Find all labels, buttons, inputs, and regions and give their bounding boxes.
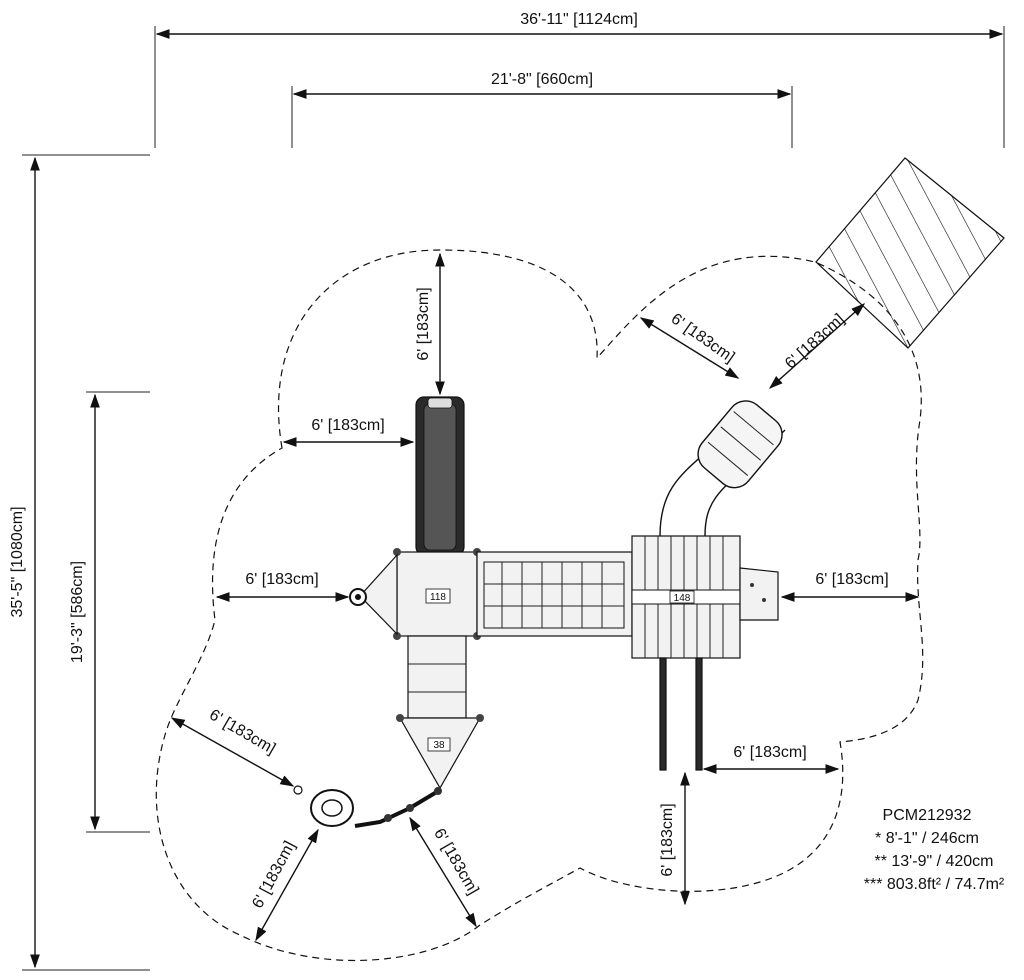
clearance-bridge-lower-label: 6' [183cm] xyxy=(430,826,481,898)
right-side-panel xyxy=(739,567,779,621)
side-panel xyxy=(359,553,398,636)
clearance-poles-right-label: 6' [183cm] xyxy=(733,744,806,761)
spec-area: *** 803.8ft² / 74.7m² xyxy=(864,876,1005,893)
pole-right xyxy=(695,657,703,771)
clearance-right-label: 6' [183cm] xyxy=(815,571,888,588)
play-structure: 118 38 xyxy=(293,396,786,828)
overhead-ladder-bridge xyxy=(476,551,633,637)
structure-width-dimension: 21'-8" [660cm] xyxy=(292,71,792,99)
clearance-poles-bottom-label: 6' [183cm] xyxy=(659,803,676,876)
clearance-slide-left-label: 6' [183cm] xyxy=(311,417,384,434)
deck-38-label: 38 xyxy=(433,740,445,751)
extension-lines xyxy=(22,26,1005,971)
deck-148-label: 148 xyxy=(674,593,691,604)
clearance-tire-upper-left-label: 6' [183cm] xyxy=(206,706,278,757)
hatched-bay xyxy=(815,157,1005,349)
deck-118-label: 118 xyxy=(430,592,446,603)
tire-spinner xyxy=(310,789,354,827)
step-ladder xyxy=(407,635,467,719)
triangle-deck-38 xyxy=(398,717,482,790)
structure-width-label: 21'-8" [660cm] xyxy=(491,71,593,88)
chain-bridge xyxy=(354,788,442,828)
pole-left xyxy=(659,657,667,771)
overall-width-label: 36'-11" [1124cm] xyxy=(520,11,638,28)
structure-depth-dimension: 19'-3" [586cm] xyxy=(69,393,100,831)
tube-slide-exit xyxy=(697,400,783,489)
overall-width-dimension: 36'-11" [1124cm] xyxy=(155,11,1004,39)
clearance-tire-lower-left-label: 6' [183cm] xyxy=(249,839,298,912)
clearance-wheel-left-label: 6' [183cm] xyxy=(245,571,318,588)
clearance-tube-a-label: 6' [183cm] xyxy=(668,310,738,366)
overall-depth-dimension: 35'-5" [1080cm] xyxy=(9,156,40,969)
overall-depth-label: 35'-5" [1080cm] xyxy=(9,506,26,617)
spec-block: PCM212932 * 8'-1" / 246cm ** 13'-9" / 42… xyxy=(864,807,1005,893)
clearance-top-label: 6' [183cm] xyxy=(415,287,432,360)
spec-height-2: ** 13'-9" / 420cm xyxy=(874,853,993,870)
structure-depth-label: 19'-3" [586cm] xyxy=(69,561,86,663)
clearance-tube-b-label: 6' [183cm] xyxy=(782,311,848,373)
spec-height-1: * 8'-1" / 246cm xyxy=(875,830,979,847)
model-number: PCM212932 xyxy=(883,807,972,824)
